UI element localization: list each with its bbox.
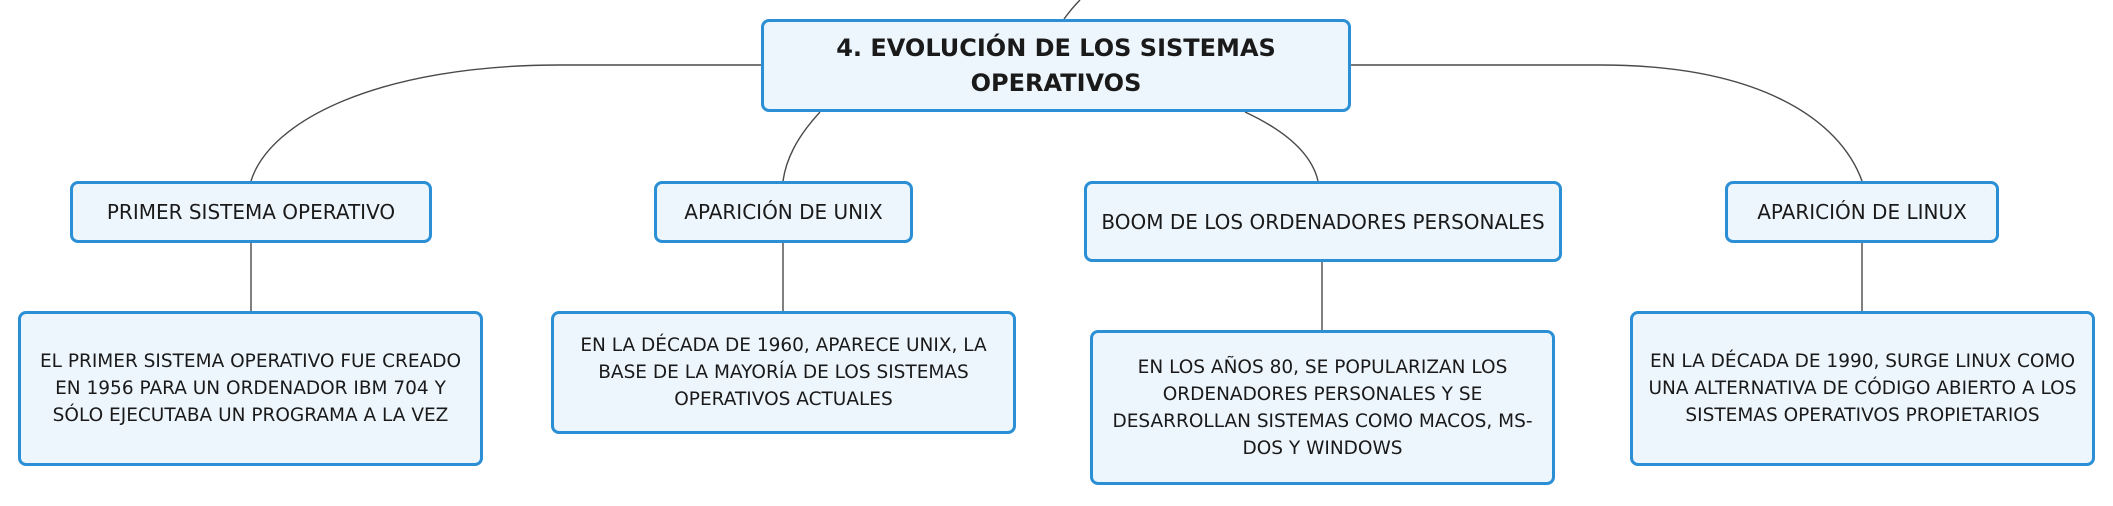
branch-label: APARICIÓN DE LINUX	[1757, 200, 1967, 224]
branch-aparicion-de-linux[interactable]: APARICIÓN DE LINUX	[1725, 181, 1999, 243]
branch-boom-ordenadores-personales[interactable]: BOOM DE LOS ORDENADORES PERSONALES	[1084, 181, 1562, 262]
detail-aparicion-de-linux[interactable]: EN LA DÉCADA DE 1990, SURGE LINUX COMO U…	[1630, 311, 2095, 466]
detail-aparicion-de-unix[interactable]: EN LA DÉCADA DE 1960, APARECE UNIX, LA B…	[551, 311, 1016, 434]
detail-text: EN LA DÉCADA DE 1990, SURGE LINUX COMO U…	[1648, 351, 2077, 426]
detail-text: EL PRIMER SISTEMA OPERATIVO FUE CREADO E…	[39, 351, 462, 426]
connector-root-branch-1	[250, 64, 761, 182]
connector-root-branch-4	[1351, 64, 1863, 182]
branch-label: PRIMER SISTEMA OPERATIVO	[106, 200, 396, 224]
branch-aparicion-de-unix[interactable]: APARICIÓN DE UNIX	[654, 181, 913, 243]
branch-label: BOOM DE LOS ORDENADORES PERSONALES	[1101, 209, 1545, 234]
root-topic[interactable]: 4. EVOLUCIÓN DE LOS SISTEMAS OPERATIVOS	[761, 19, 1351, 112]
branch-primer-sistema-operativo[interactable]: PRIMER SISTEMA OPERATIVO	[70, 181, 432, 243]
connector-root-branch-2	[782, 111, 821, 182]
root-topic-title: 4. EVOLUCIÓN DE LOS SISTEMAS OPERATIVOS	[836, 33, 1276, 97]
detail-text: EN LA DÉCADA DE 1960, APARECE UNIX, LA B…	[580, 335, 987, 410]
detail-text: EN LOS AÑOS 80, SE POPULARIZAN LOS ORDEN…	[1112, 356, 1533, 459]
connector-root-branch-3	[1244, 111, 1319, 182]
connector-parent	[1063, 0, 1081, 20]
detail-boom-ordenadores-personales[interactable]: EN LOS AÑOS 80, SE POPULARIZAN LOS ORDEN…	[1090, 330, 1555, 485]
branch-label: APARICIÓN DE UNIX	[684, 200, 883, 224]
detail-primer-sistema-operativo[interactable]: EL PRIMER SISTEMA OPERATIVO FUE CREADO E…	[18, 311, 483, 466]
